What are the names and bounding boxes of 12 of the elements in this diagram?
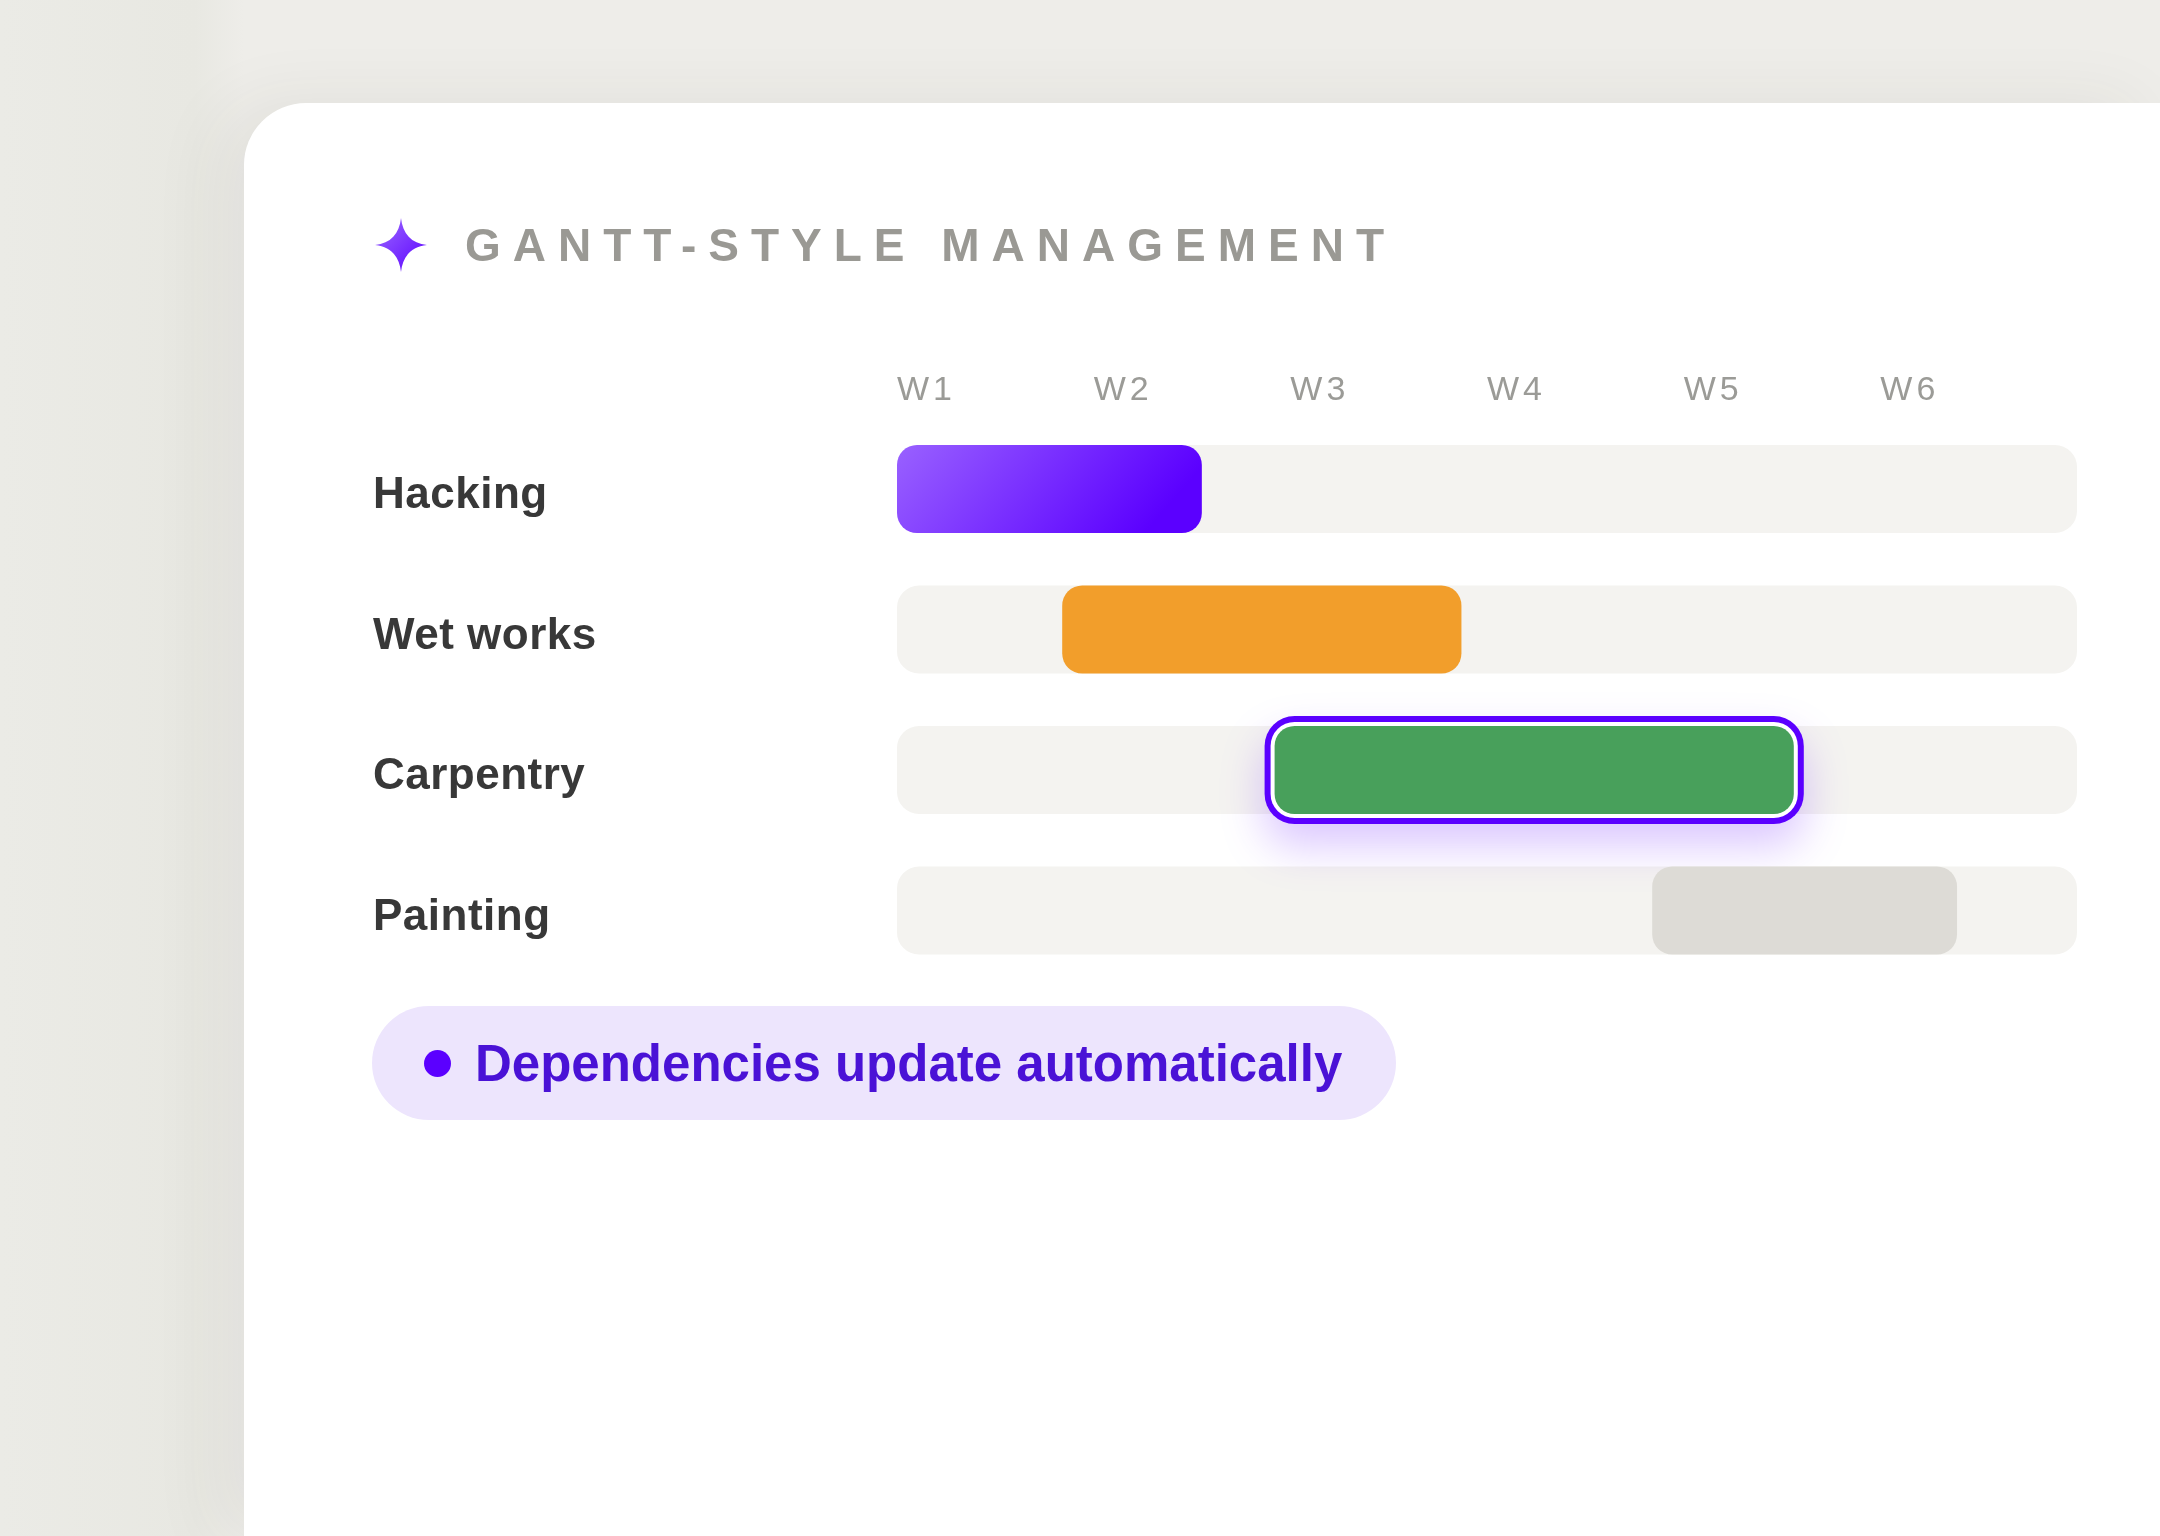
week-label: W1: [897, 368, 956, 408]
task-label: Painting: [373, 888, 551, 941]
week-label: W3: [1290, 368, 1350, 408]
task-label: Wet works: [373, 607, 597, 660]
heading: GANTT-STYLE MANAGEMENT: [465, 222, 1396, 268]
task-label: Hacking: [373, 467, 548, 519]
week-label: W6: [1880, 368, 1940, 408]
week-label: W2: [1093, 368, 1153, 408]
note-text: Dependencies update automatically: [475, 1033, 1343, 1093]
week-label: W4: [1487, 368, 1546, 408]
week-label: W5: [1683, 368, 1743, 408]
task-label: Carpentry: [373, 748, 586, 800]
